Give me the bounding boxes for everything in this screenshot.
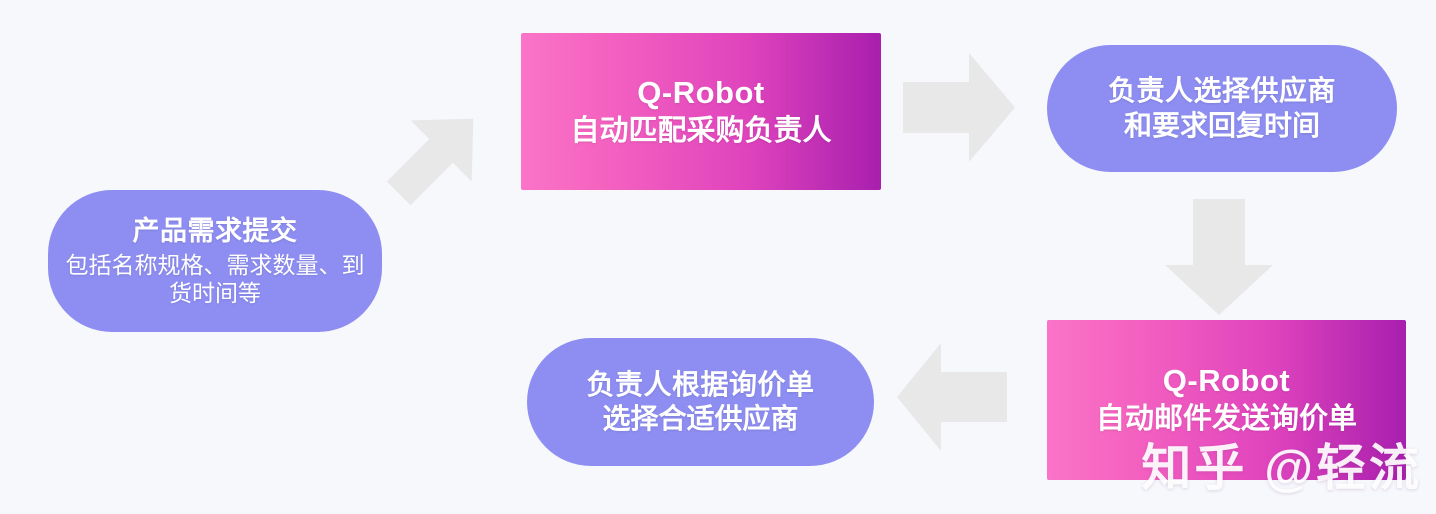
flow-node-choose-subtitle: 选择合适供应商: [602, 403, 799, 434]
arrow-diagonal-up-right-icon: [376, 96, 496, 216]
flow-node-email-title: Q-Robot: [1162, 363, 1291, 399]
flow-node-select-title: 负责人选择供应商: [1107, 75, 1336, 107]
flow-node-request-title: 产品需求提交: [132, 215, 298, 246]
flow-node-select-subtitle: 和要求回复时间: [1123, 109, 1320, 141]
arrow-down-icon: [1163, 197, 1275, 317]
flow-node-request[interactable]: 产品需求提交 包括名称规格、需求数量、到货时间等: [48, 190, 382, 332]
arrow-right-icon: [901, 51, 1017, 164]
flow-node-email-subtitle: 自动邮件发送询价单: [1095, 403, 1357, 436]
flow-node-request-subtitle: 包括名称规格、需求数量、到货时间等: [65, 251, 365, 306]
flow-node-email[interactable]: Q-Robot 自动邮件发送询价单: [1047, 320, 1406, 480]
flow-node-select[interactable]: 负责人选择供应商 和要求回复时间: [1047, 45, 1397, 172]
flow-node-match-title: Q-Robot: [637, 74, 765, 110]
flow-node-choose[interactable]: 负责人根据询价单 选择合适供应商: [527, 338, 874, 466]
flow-node-match-subtitle: 自动匹配采购负责人: [570, 114, 832, 147]
arrow-left-icon: [895, 341, 1009, 453]
flow-node-choose-title: 负责人根据询价单: [586, 368, 815, 400]
flow-node-match[interactable]: Q-Robot 自动匹配采购负责人: [521, 33, 881, 190]
